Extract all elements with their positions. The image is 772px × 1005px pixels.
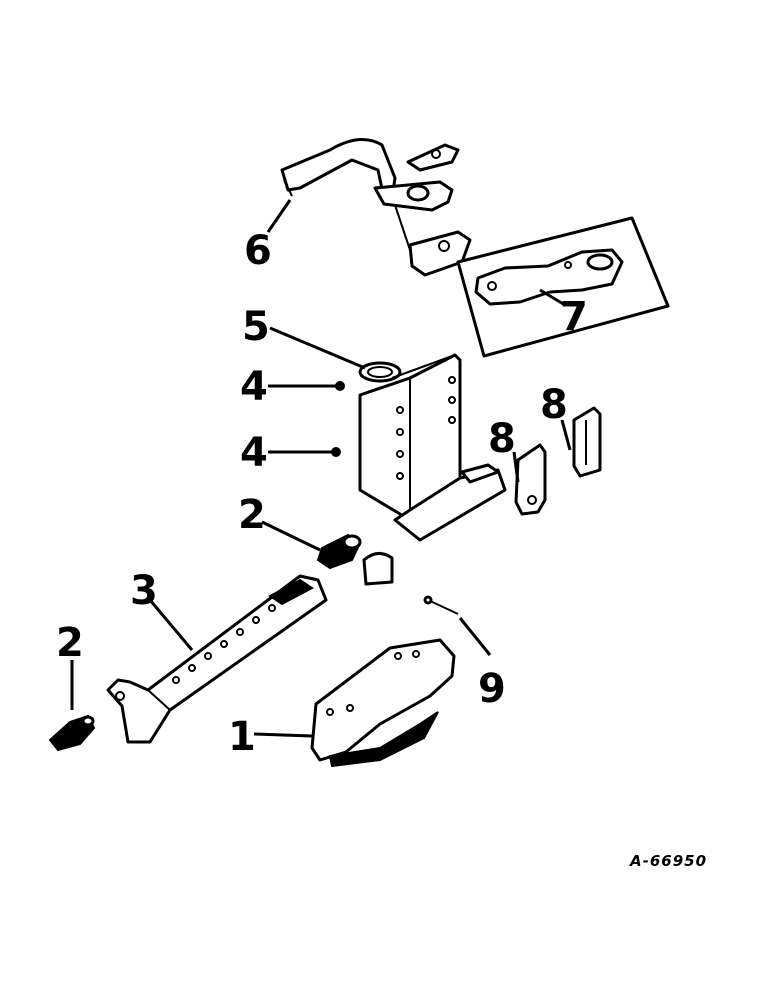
- part-6-upper-bracket: [280, 138, 472, 277]
- part-8-clip-b: [572, 406, 602, 478]
- drawing-number: A-66950: [629, 852, 707, 870]
- part-8-clip-a: [514, 443, 547, 516]
- callout-2-lower: 2: [56, 620, 84, 666]
- part-2-bushing-upper: [316, 533, 362, 570]
- callout-2-upper: 2: [238, 492, 266, 538]
- callout-5: 5: [242, 304, 270, 350]
- cap: [362, 552, 394, 586]
- part-5-ring: [358, 361, 402, 383]
- callout-3: 3: [130, 568, 158, 614]
- callout-7: 7: [560, 294, 588, 340]
- callout-8-right: 8: [540, 382, 568, 428]
- center-post: [358, 353, 507, 542]
- part-1-base-plate: [310, 638, 456, 768]
- part-9-pin: [423, 595, 459, 615]
- callout-9: 9: [478, 666, 506, 712]
- part-7-inset-box: [456, 216, 670, 358]
- leader-lines: [70, 199, 572, 738]
- callout-4-upper: 4: [240, 364, 268, 410]
- part-2-bushing-lower: [48, 714, 96, 752]
- callout-6: 6: [244, 228, 272, 274]
- callout-labels: 6 7 5 4 4 8 8 2 3 2 9 1: [56, 228, 588, 760]
- part-3-arm: [106, 574, 328, 744]
- callout-1: 1: [228, 714, 256, 760]
- callout-4-lower: 4: [240, 430, 268, 476]
- callout-8-left: 8: [488, 416, 516, 462]
